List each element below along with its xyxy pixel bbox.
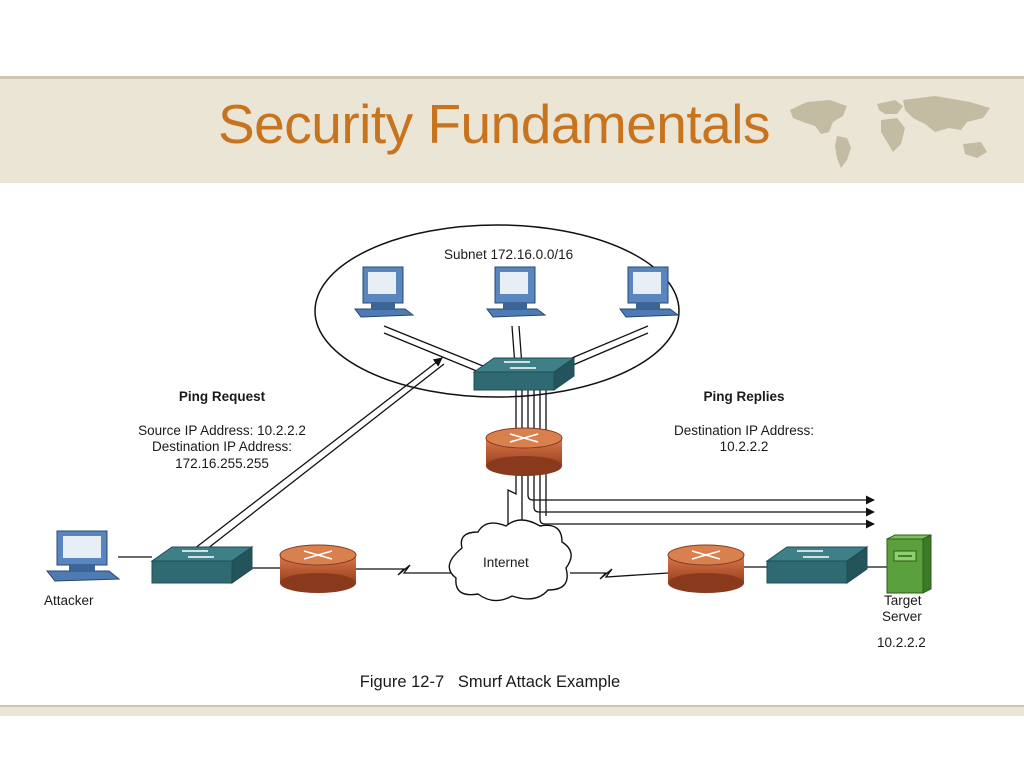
switch-icon — [472, 357, 576, 391]
pc-icon — [486, 266, 547, 318]
subnet-boundary — [314, 224, 680, 398]
attacker-label: Attacker — [44, 593, 94, 608]
ping-replies-line1: Destination IP Address: — [674, 423, 814, 438]
title-band-top-rule — [0, 76, 1024, 79]
pc-icon — [354, 266, 415, 318]
ping-replies-heading: Ping Replies — [703, 389, 784, 404]
ping-replies-line2: 10.2.2.2 — [720, 439, 769, 454]
router-icon — [667, 544, 745, 593]
world-map-icon — [790, 96, 990, 168]
subnet-label: Subnet 172.16.0.0/16 — [444, 247, 573, 262]
router-icon — [279, 544, 357, 593]
ping-request-heading: Ping Request — [179, 389, 266, 404]
ping-request-line3: 172.16.255.255 — [175, 456, 269, 471]
bottom-band — [0, 705, 1024, 716]
switch-icon — [765, 546, 869, 584]
internet-label: Internet — [483, 555, 529, 570]
title-band — [0, 79, 1024, 183]
attacker-pc-icon — [45, 530, 121, 582]
target-ip-label: 10.2.2.2 — [877, 635, 926, 650]
cloud-icon — [448, 519, 572, 602]
router-icon — [485, 427, 563, 476]
target-label-line1: Target — [884, 593, 922, 608]
ping-request-arrow — [189, 357, 445, 557]
server-icon — [886, 534, 932, 594]
wan-links — [118, 556, 888, 580]
ping-request-line2: Destination IP Address: — [152, 439, 292, 454]
ping-reply-lines — [521, 390, 875, 535]
switch-icon — [150, 546, 254, 584]
ping-request-line1: Source IP Address: 10.2.2.2 — [138, 423, 306, 438]
pc-icon — [619, 266, 680, 318]
figure-caption: Figure 12-7 Smurf Attack Example — [360, 673, 620, 691]
target-label-line2: Server — [882, 609, 922, 624]
slide-title: Security Fundamentals — [218, 93, 771, 155]
